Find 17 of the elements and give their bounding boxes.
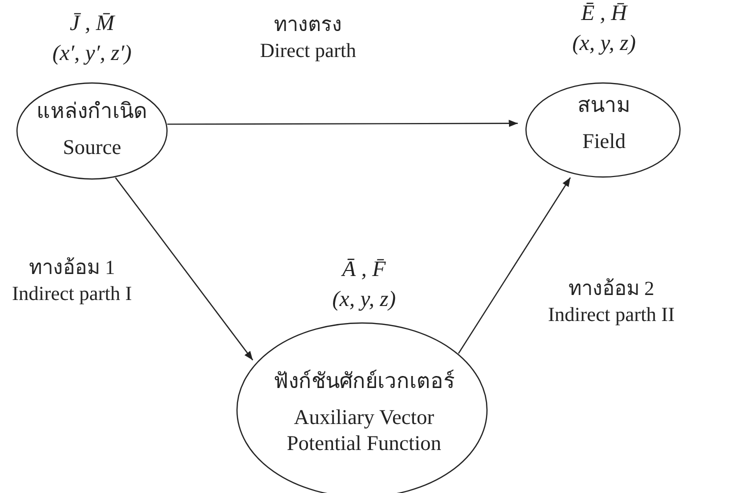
coordinate-label: (x, y, z) bbox=[571, 30, 637, 56]
coordinate-label: (x, y, z) bbox=[331, 286, 397, 312]
node-label: Auxiliary Vector Potential Function bbox=[286, 404, 442, 456]
edge-label: ทางอ้อม 1 Indirect parth I bbox=[12, 255, 132, 307]
edge-label: ทางอ้อม 2 Indirect parth II bbox=[548, 276, 675, 328]
node-label: แหล่งกำเนิด bbox=[36, 98, 148, 124]
vector-label: J̄ , M̄ bbox=[68, 10, 116, 36]
node-label: Field bbox=[581, 128, 627, 154]
vector-label: Ā , F̄ bbox=[340, 256, 387, 282]
node-label: Source bbox=[62, 134, 122, 160]
vector-label: Ē , H̄ bbox=[580, 0, 629, 26]
coordinate-label: (x′, y′, z′) bbox=[51, 40, 133, 66]
arrow bbox=[167, 120, 518, 127]
node-label: สนาม bbox=[576, 92, 632, 118]
node-label: ฟังก์ชันศักย์เวกเตอร์ bbox=[272, 368, 456, 394]
arrow bbox=[115, 177, 254, 361]
arrow bbox=[458, 177, 571, 354]
